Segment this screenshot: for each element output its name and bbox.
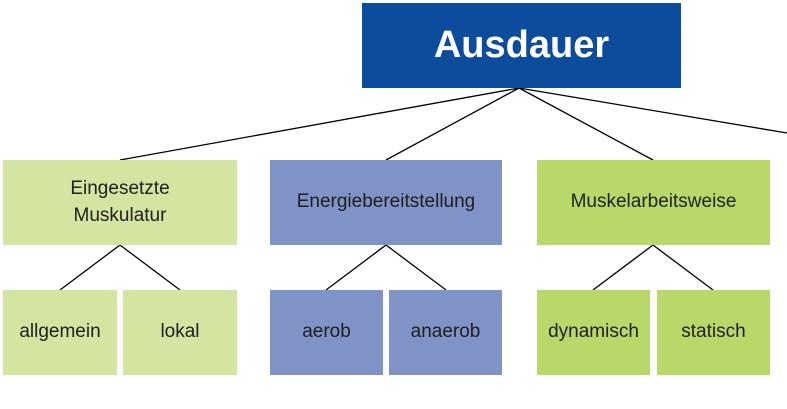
root-node-ausdauer: Ausdauer xyxy=(362,3,681,88)
leaf-label: allgemein xyxy=(19,321,101,343)
category-node-muskelarbeitsweise: Muskelarbeitsweise xyxy=(537,160,770,245)
connector-muskulatur-to-lokal xyxy=(119,244,181,291)
connector-root-to-offscreen xyxy=(518,87,787,134)
connector-root-to-energiebereitstellung xyxy=(385,87,520,161)
leaf-node-allgemein: allgemein xyxy=(3,290,117,375)
leaf-label: lokal xyxy=(160,321,200,343)
leaf-label: anaerob xyxy=(410,321,481,343)
connector-root-to-muskelarbeitsweise xyxy=(518,87,654,161)
leaf-node-statisch: statisch xyxy=(657,290,770,375)
category-node-energiebereitstellung: Energiebereitstellung xyxy=(270,160,502,245)
category-label: Energiebereitstellung xyxy=(296,191,476,213)
root-label: Ausdauer xyxy=(433,23,610,66)
category-label: Eingesetzte Muskulatur xyxy=(70,177,170,226)
connector-muskelarbeit-to-statisch xyxy=(652,244,714,291)
leaf-node-lokal: lokal xyxy=(123,290,237,375)
connector-root-to-eingesetzte-muskulatur xyxy=(119,87,520,161)
leaf-node-dynamisch: dynamisch xyxy=(537,290,650,375)
leaf-label: aerob xyxy=(302,321,351,343)
leaf-label: dynamisch xyxy=(548,321,639,343)
connector-muskelarbeit-to-dynamisch xyxy=(592,244,654,291)
leaf-node-anaerob: anaerob xyxy=(389,290,502,375)
leaf-label: statisch xyxy=(681,321,746,343)
category-label: Muskelarbeitsweise xyxy=(570,191,737,213)
connector-energie-to-anaerob xyxy=(385,244,447,291)
category-node-eingesetzte-muskulatur: Eingesetzte Muskulatur xyxy=(3,160,237,245)
connector-muskulatur-to-allgemein xyxy=(59,244,121,291)
connector-energie-to-aerob xyxy=(325,244,387,291)
leaf-node-aerob: aerob xyxy=(270,290,383,375)
